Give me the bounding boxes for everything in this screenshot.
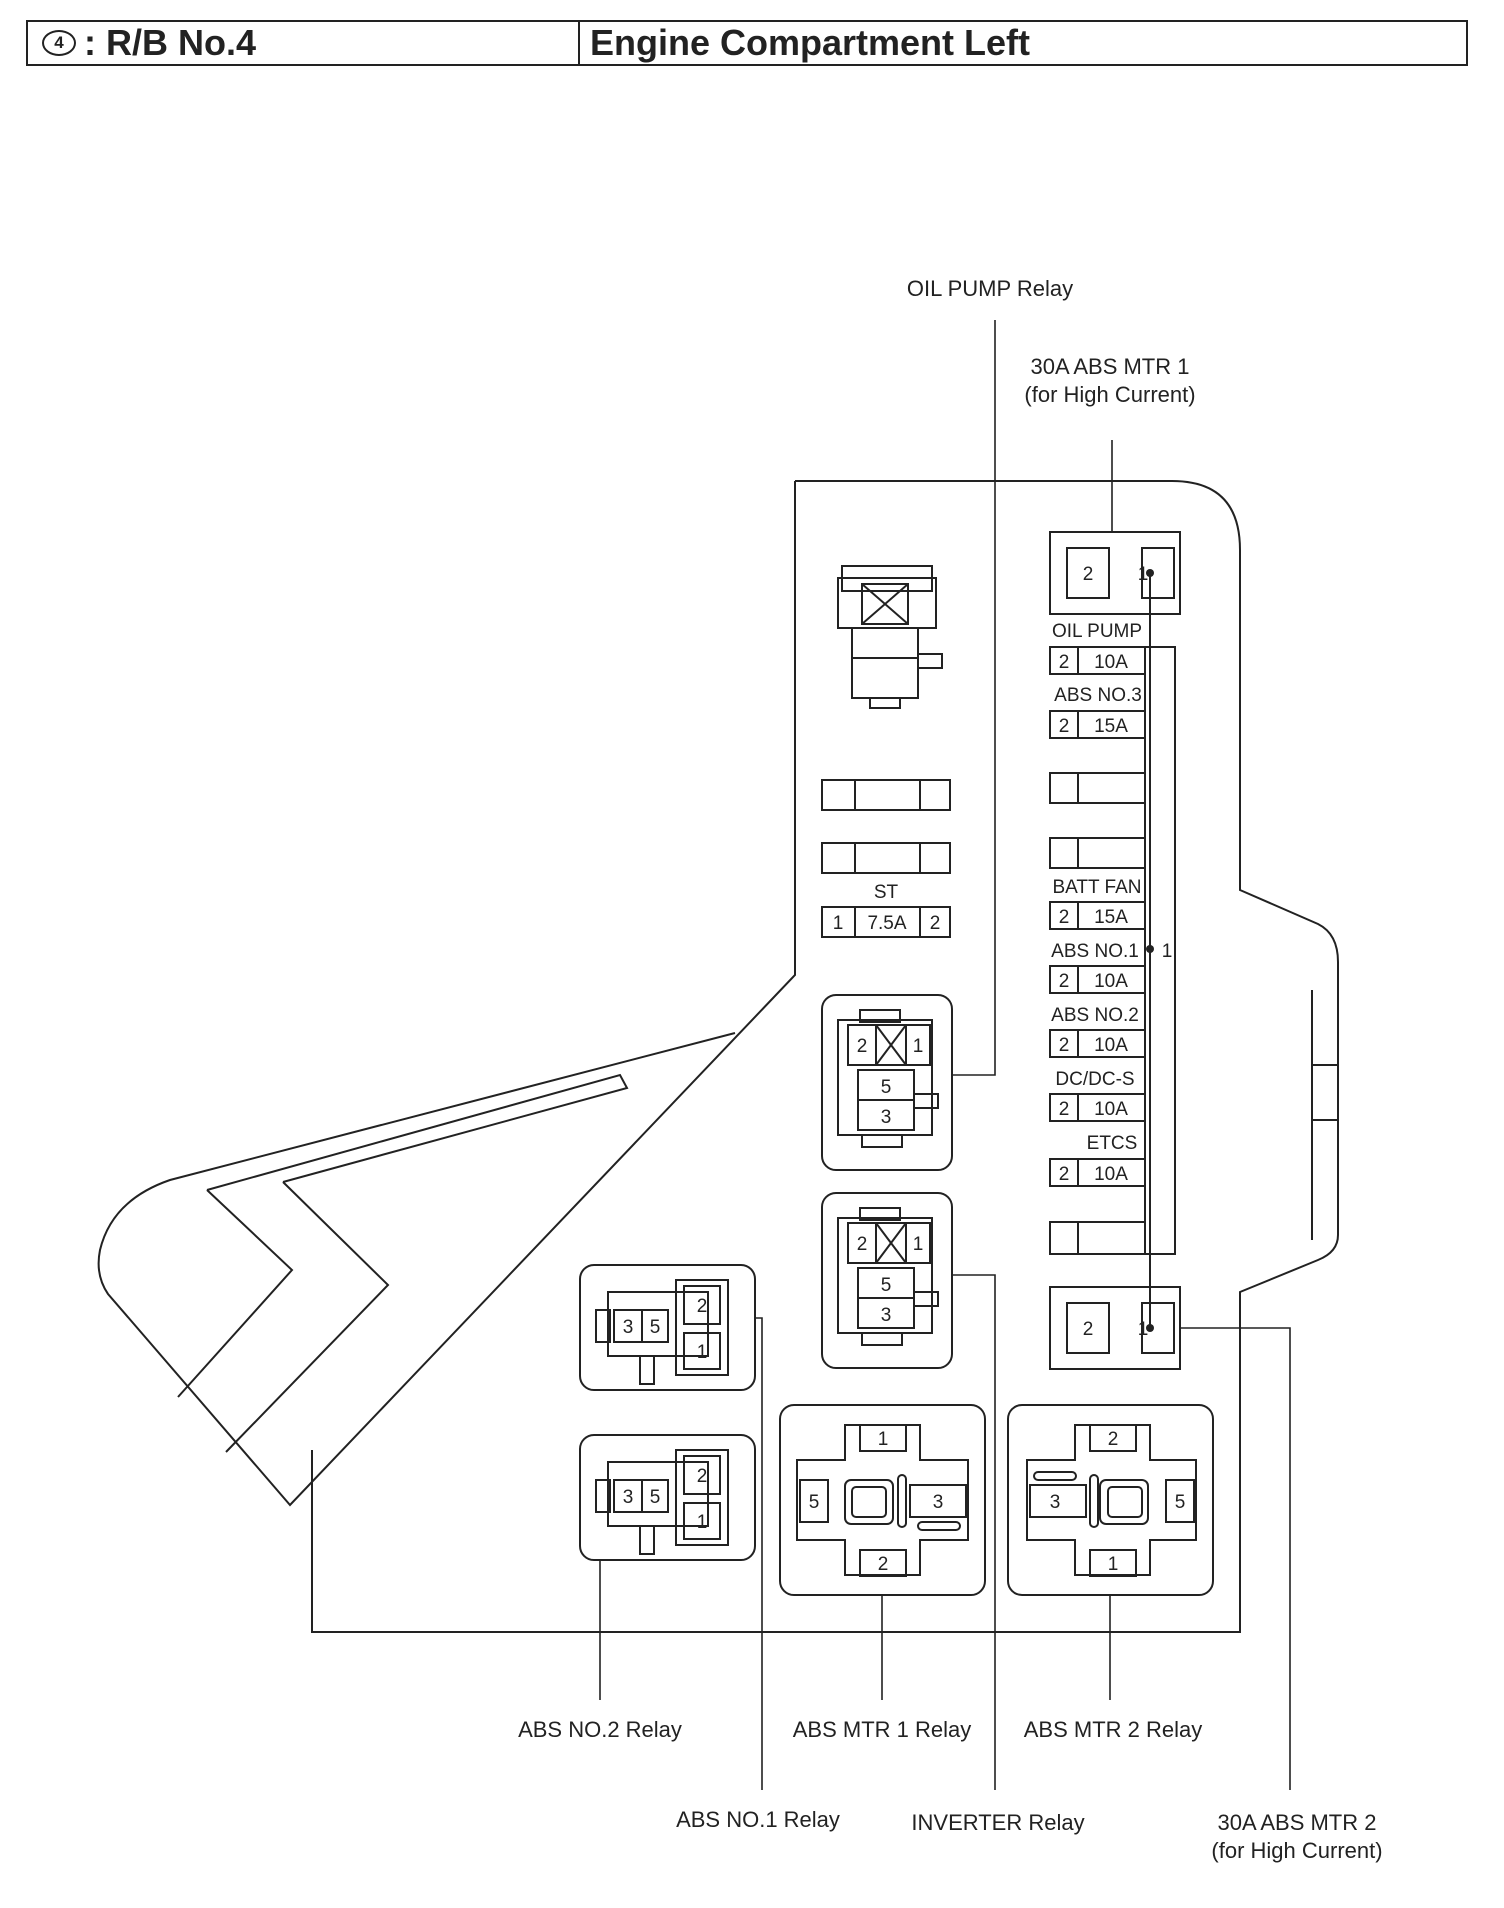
dcdc-s-amp: 10A bbox=[1094, 1099, 1128, 1120]
oil-pump-amp: 10A bbox=[1094, 652, 1128, 673]
abs-no2-relay-pin-3: 3 bbox=[623, 1487, 634, 1508]
label-abs-mtr2-30a: 30A ABS MTR 2 bbox=[1218, 1810, 1377, 1835]
abs-mtr1-relay-pin-3: 3 bbox=[933, 1492, 944, 1513]
header-right-title: Engine Compartment Left bbox=[590, 22, 1031, 63]
oil-pump-relay-pin-1: 1 bbox=[913, 1036, 924, 1057]
fuse-name-dcdc-s: DC/DC-S bbox=[1055, 1069, 1134, 1090]
abs-no3-amp: 15A bbox=[1094, 716, 1128, 737]
abs-no2-amp: 10A bbox=[1094, 1035, 1128, 1056]
empty-fuse-slot-1 bbox=[821, 779, 951, 811]
bracket-inner-rail bbox=[206, 1073, 629, 1191]
abs-no1-pin: 2 bbox=[1059, 971, 1070, 992]
empty-fuse-slot-2 bbox=[821, 842, 951, 874]
st-fuse-body bbox=[821, 906, 951, 938]
inverter-relay-pin-5: 5 bbox=[881, 1275, 892, 1296]
fuse-name-batt-fan: BATT FAN bbox=[1052, 877, 1141, 898]
abs-no1-relay-pin-2: 2 bbox=[697, 1296, 708, 1317]
leader-lines bbox=[599, 320, 1291, 1790]
abs-no2-relay-pin-5: 5 bbox=[650, 1487, 661, 1508]
fuse-name-etcs: ETCS bbox=[1087, 1133, 1138, 1154]
label-abs-mtr1-30a-note: (for High Current) bbox=[1024, 382, 1195, 407]
inverter-relay-pin-2: 2 bbox=[857, 1234, 868, 1255]
label-abs-mtr2-relay: ABS MTR 2 Relay bbox=[1024, 1717, 1203, 1742]
bus-dot-mid bbox=[1146, 945, 1154, 953]
oil-pump-pin: 2 bbox=[1059, 652, 1070, 673]
abs-no1-relay-pin-1: 1 bbox=[697, 1342, 708, 1363]
batt-fan-pin: 2 bbox=[1059, 907, 1070, 928]
bracket-chevron bbox=[177, 1181, 390, 1453]
abs-no2-relay-pin-2: 2 bbox=[697, 1466, 708, 1487]
abs-mtr1-30a-fuse-body bbox=[1049, 531, 1181, 615]
oil-pump-relay-pin-2: 2 bbox=[857, 1036, 868, 1057]
side-tab bbox=[1311, 990, 1338, 1240]
abs-mtr2-30a-pin-1: 1 bbox=[1138, 1319, 1149, 1340]
abs-mtr2-30a-fuse-body bbox=[1049, 1286, 1181, 1370]
label-oil-pump-relay: OIL PUMP Relay bbox=[907, 276, 1073, 301]
label-abs-mtr2-30a-note: (for High Current) bbox=[1211, 1838, 1382, 1863]
st-pin-left: 1 bbox=[833, 913, 844, 934]
abs-mtr2-relay-pin-3: 3 bbox=[1050, 1492, 1061, 1513]
header-bar: 4 : R/B No.4 Engine Compartment Left bbox=[26, 20, 1468, 66]
inverter-relay-body bbox=[821, 1192, 953, 1369]
abs-mtr2-30a-pin-2: 2 bbox=[1083, 1319, 1094, 1340]
bus-dot-bottom bbox=[1146, 1324, 1154, 1332]
dcdc-s-pin: 2 bbox=[1059, 1099, 1070, 1120]
top-relay bbox=[837, 565, 943, 709]
label-abs-mtr1-30a: 30A ABS MTR 1 bbox=[1031, 354, 1190, 379]
fuse-name-abs-no3: ABS NO.3 bbox=[1054, 685, 1142, 706]
abs-no1-relay-pin-3: 3 bbox=[623, 1317, 634, 1338]
bus-pin-label: 1 bbox=[1162, 941, 1173, 962]
inverter-relay-pin-3: 3 bbox=[881, 1305, 892, 1326]
abs-mtr1-30a-pin-2: 2 bbox=[1083, 564, 1094, 585]
box-outline bbox=[311, 480, 1339, 1633]
abs-mtr1-relay-pin-1: 1 bbox=[878, 1429, 889, 1450]
st-pin-right: 2 bbox=[930, 913, 941, 934]
fuse-name-abs-no2: ABS NO.2 bbox=[1051, 1005, 1139, 1026]
fuse-name-oil-pump: OIL PUMP bbox=[1052, 621, 1142, 642]
abs-mtr2-relay-pin-5: 5 bbox=[1175, 1492, 1186, 1513]
abs-mtr1-relay-pin-5: 5 bbox=[809, 1492, 820, 1513]
abs-mtr2-relay-body bbox=[1007, 1404, 1214, 1596]
oil-pump-relay-pin-3: 3 bbox=[881, 1107, 892, 1128]
oil-pump-relay-pin-5: 5 bbox=[881, 1077, 892, 1098]
abs-mtr1-relay-pin-2: 2 bbox=[878, 1554, 889, 1575]
abs-no1-relay-body bbox=[579, 1264, 756, 1391]
abs-no3-pin: 2 bbox=[1059, 716, 1070, 737]
batt-fan-amp: 15A bbox=[1094, 907, 1128, 928]
fuse-name-abs-no1: ABS NO.1 bbox=[1051, 941, 1139, 962]
abs-no1-relay-pin-5: 5 bbox=[650, 1317, 661, 1338]
label-inverter-relay: INVERTER Relay bbox=[911, 1810, 1084, 1835]
abs-no2-relay-pin-1: 1 bbox=[697, 1512, 708, 1533]
abs-no2-relay-body bbox=[579, 1434, 756, 1561]
label-abs-mtr1-relay: ABS MTR 1 Relay bbox=[793, 1717, 972, 1742]
abs-no2-pin: 2 bbox=[1059, 1035, 1070, 1056]
inverter-relay-pin-1: 1 bbox=[913, 1234, 924, 1255]
abs-no1-amp: 10A bbox=[1094, 971, 1128, 992]
bus-dot-top bbox=[1146, 569, 1154, 577]
fuse-name-st: ST bbox=[874, 882, 899, 903]
abs-mtr2-relay-pin-2: 2 bbox=[1108, 1429, 1119, 1450]
label-abs-no2-relay: ABS NO.2 Relay bbox=[518, 1717, 682, 1742]
abs-mtr2-relay-pin-1: 1 bbox=[1108, 1554, 1119, 1575]
oil-pump-relay-body bbox=[821, 994, 953, 1171]
abs-mtr1-30a-pin-1: 1 bbox=[1138, 564, 1149, 585]
bracket-arm bbox=[97, 481, 796, 1507]
label-abs-no1-relay: ABS NO.1 Relay bbox=[676, 1807, 840, 1832]
etcs-pin: 2 bbox=[1059, 1164, 1070, 1185]
header-left-title: : R/B No.4 bbox=[84, 22, 257, 63]
st-amp: 7.5A bbox=[867, 913, 906, 934]
header-left: 4 : R/B No.4 bbox=[28, 22, 580, 64]
etcs-amp: 10A bbox=[1094, 1164, 1128, 1185]
box-number-badge: 4 bbox=[42, 30, 76, 56]
